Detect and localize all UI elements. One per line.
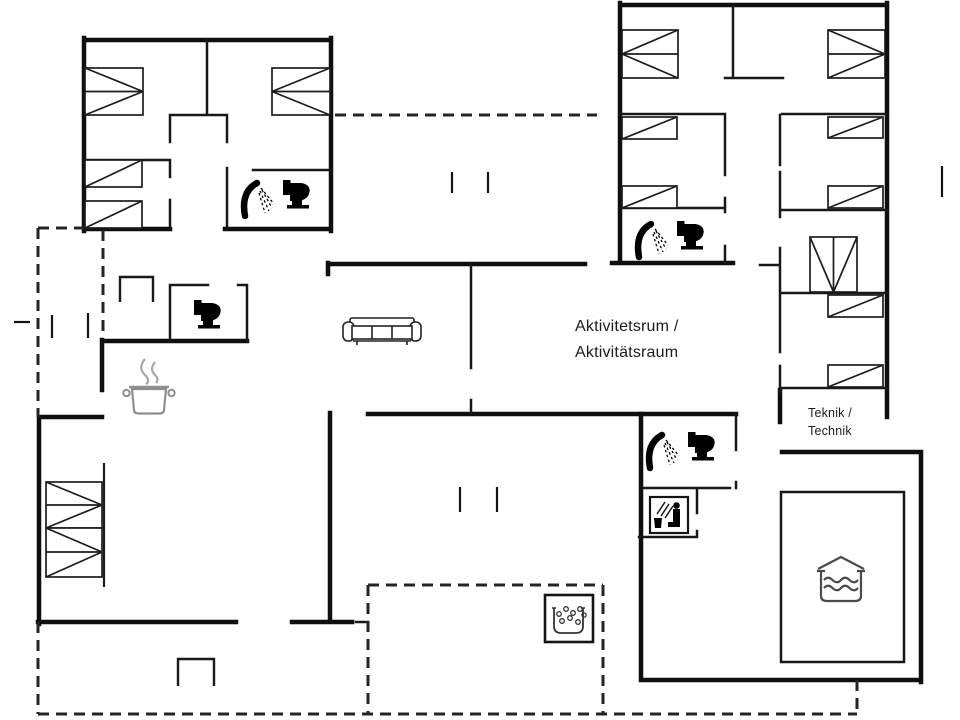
bathroom-shower-toilet-pool [649,432,715,468]
shower-icon [649,432,715,468]
bed-icon [621,116,678,140]
cooking-pot-icon [122,358,176,415]
bed-icon [45,481,103,529]
beds [45,29,886,587]
bathroom-shower-toilet-left-wing [244,180,310,216]
toilet-icon [194,300,221,329]
whirlpool-icon [543,593,595,644]
sofa-icon [342,317,422,345]
technical-room-label-line2: Technik [808,424,852,438]
indoor-pool-icon [817,555,865,603]
bed-icon [271,67,331,116]
entrance-marker-icon [118,275,216,686]
exterior-walls [35,0,924,685]
shower-icon [638,221,704,257]
bed-icon [827,29,886,79]
shower-icon [244,180,310,216]
interior-walls [82,3,906,664]
opening-ticks [14,166,944,512]
sauna-icon [648,495,690,535]
bunk-bed-icon [809,236,858,293]
bed-icon [827,185,884,209]
bathroom-shower-toilet-right-wing [638,221,704,257]
pool-basin [779,490,906,664]
bed-icon [84,67,144,116]
bed-icon [827,294,884,318]
bed-icon [621,185,678,209]
room-labels: Aktivitetsrum / Aktivitätsraum Teknik / … [575,318,852,438]
bed-icon [827,116,884,139]
terrace-boundary [36,113,859,716]
activity-room-label-line1: Aktivitetsrum / [575,318,679,335]
activity-room-label-line2: Aktivitätsraum [575,344,678,361]
bed-icon [827,364,884,388]
bed-icon [84,159,143,188]
bed-icon [45,527,103,578]
bed-icon [621,29,679,79]
technical-room-label-line1: Teknik / [808,406,852,420]
bed-icon [84,200,143,229]
